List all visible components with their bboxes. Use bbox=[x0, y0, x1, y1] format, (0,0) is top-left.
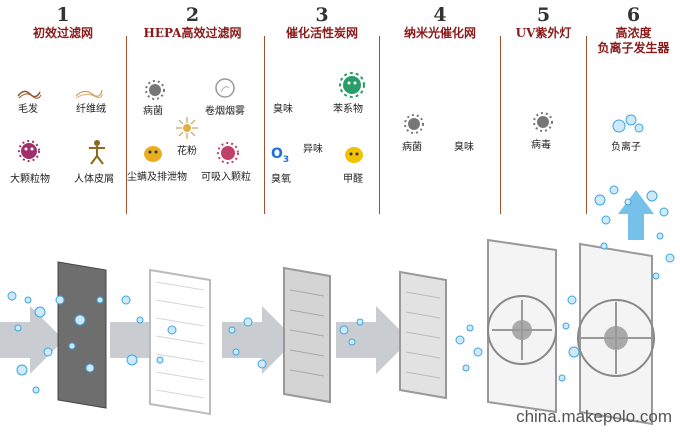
stage-4: 4 纳米光催化网 病菌 臭味 bbox=[380, 0, 500, 215]
column-divider bbox=[500, 36, 501, 214]
item-label: 病毒 bbox=[531, 140, 551, 151]
inhalable-particle-icon bbox=[217, 142, 239, 164]
stage-title: 初效过滤网 bbox=[32, 26, 93, 40]
airflow-arrow bbox=[0, 306, 64, 374]
stage-number: 2 bbox=[185, 4, 200, 26]
smoke-icon bbox=[215, 78, 235, 98]
stage-5: 5 UV紫外灯 病毒 bbox=[501, 0, 586, 215]
fan-blade-ring bbox=[487, 295, 557, 365]
formaldehyde-icon bbox=[345, 147, 363, 163]
item-label: 负离子 bbox=[611, 142, 641, 153]
stage-number: 1 bbox=[56, 4, 70, 26]
item-label: 病菌 bbox=[402, 142, 422, 153]
pollen-icon bbox=[176, 117, 198, 139]
hepa-filter-panel bbox=[149, 268, 211, 416]
stage-title: 纳米光催化网 bbox=[403, 26, 476, 40]
virus-icon bbox=[533, 112, 553, 132]
stage-number: 3 bbox=[315, 4, 329, 26]
dander-figure-icon bbox=[89, 140, 105, 165]
item-label: 病菌 bbox=[143, 106, 163, 117]
column-divider bbox=[586, 36, 587, 214]
stage-number: 4 bbox=[433, 4, 447, 26]
item-label: 花粉 bbox=[177, 146, 197, 157]
item-label: 毛发 bbox=[18, 104, 38, 115]
air-bubbles bbox=[7, 185, 675, 394]
fan-blade-ring bbox=[577, 299, 655, 377]
stage-title: HEPA高效过滤网 bbox=[143, 26, 242, 40]
column-divider bbox=[379, 36, 380, 214]
watermark: china.makepolo.com bbox=[516, 407, 672, 426]
stage-2: 2 HEPA高效过滤网 病菌 卷烟烟雾 花粉 尘螨及排泄物 bbox=[127, 0, 258, 215]
item-label: 纤维绒 bbox=[76, 104, 106, 115]
fiber-icon bbox=[75, 89, 103, 99]
negative-ion-icon bbox=[612, 114, 644, 133]
item-label: 人体皮屑 bbox=[74, 174, 114, 185]
item-label: 苯系物 bbox=[333, 104, 363, 115]
item-label: 尘螨及排泄物 bbox=[127, 172, 187, 183]
large-particle-icon bbox=[18, 140, 40, 162]
carbon-filter-panel bbox=[283, 266, 331, 404]
stage-6: 6 高浓度 负离子发生器 负离子 bbox=[587, 0, 680, 215]
benzene-icon bbox=[339, 72, 365, 98]
airflow-arrow bbox=[336, 306, 410, 374]
stage-title: 催化活性炭网 bbox=[285, 26, 358, 40]
item-label: 大颗粒物 bbox=[10, 174, 50, 185]
item-label: 臭味 bbox=[273, 104, 293, 115]
item-label: 异味 bbox=[303, 144, 323, 155]
stage-3: 3 催化活性炭网 臭味 苯系物 异味 O3 臭氧 甲醛 bbox=[265, 0, 379, 215]
stage-title: UV紫外灯 bbox=[515, 26, 572, 40]
item-label: 甲醛 bbox=[343, 174, 363, 185]
stage-1: 1 初效过滤网 毛发 纤维绒 大颗粒物 人体皮屑 bbox=[0, 0, 126, 215]
item-label: 臭味 bbox=[454, 142, 474, 153]
item-label: 臭氧 bbox=[271, 174, 291, 185]
hair-icon bbox=[17, 90, 42, 99]
item-label: 可吸入颗粒 bbox=[201, 172, 251, 183]
primary-filter-panel bbox=[58, 262, 106, 408]
ozone-icon: O3 bbox=[271, 146, 290, 165]
dust-mite-icon bbox=[144, 146, 162, 162]
stage-number: 6 bbox=[626, 4, 641, 26]
germ-icon bbox=[145, 80, 165, 100]
column-divider bbox=[264, 36, 265, 214]
airflow-arrow bbox=[222, 306, 296, 374]
column-divider bbox=[126, 36, 127, 214]
stage-number: 5 bbox=[536, 4, 551, 26]
stage-title-line-1: 高浓度 bbox=[615, 26, 652, 40]
item-label: 卷烟烟雾 bbox=[205, 106, 245, 117]
germ-icon bbox=[404, 114, 424, 134]
stage-title-line-2: 负离子发生器 bbox=[597, 41, 670, 55]
